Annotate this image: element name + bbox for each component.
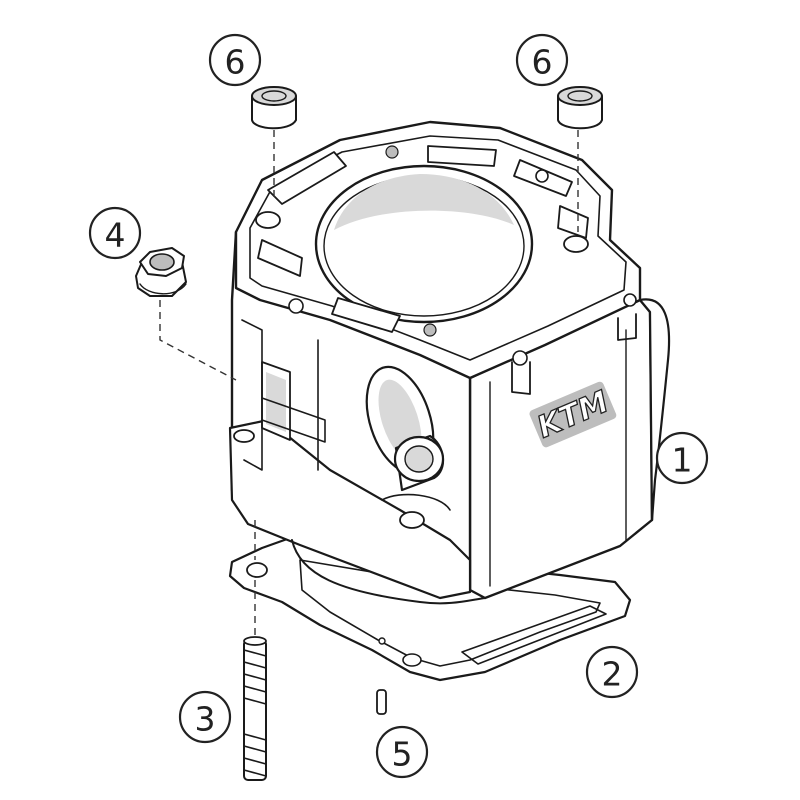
- callout-6a: 6: [208, 33, 262, 87]
- cylinder-stud: [243, 636, 267, 781]
- svg-text:6: 6: [225, 43, 246, 82]
- callout-3: 3: [178, 690, 232, 744]
- dowel-pin: [376, 689, 387, 715]
- svg-text:1: 1: [672, 441, 693, 480]
- dowel-sleeve-right: [557, 86, 603, 130]
- callout-6b: 6: [515, 33, 569, 87]
- assembly-guide-lines: [159, 130, 579, 636]
- svg-text:6: 6: [532, 43, 553, 82]
- flange-nut: [135, 247, 187, 297]
- callout-1: 1: [655, 431, 709, 485]
- svg-text:5: 5: [392, 735, 413, 774]
- callout-2: 2: [585, 645, 639, 699]
- dowel-sleeve-left: [251, 86, 297, 130]
- callout-4: 4: [88, 206, 142, 260]
- svg-text:4: 4: [105, 216, 126, 255]
- svg-text:3: 3: [195, 700, 216, 739]
- cylinder-body: KTM: [228, 120, 671, 605]
- svg-text:2: 2: [602, 655, 623, 694]
- callout-5: 5: [375, 725, 429, 779]
